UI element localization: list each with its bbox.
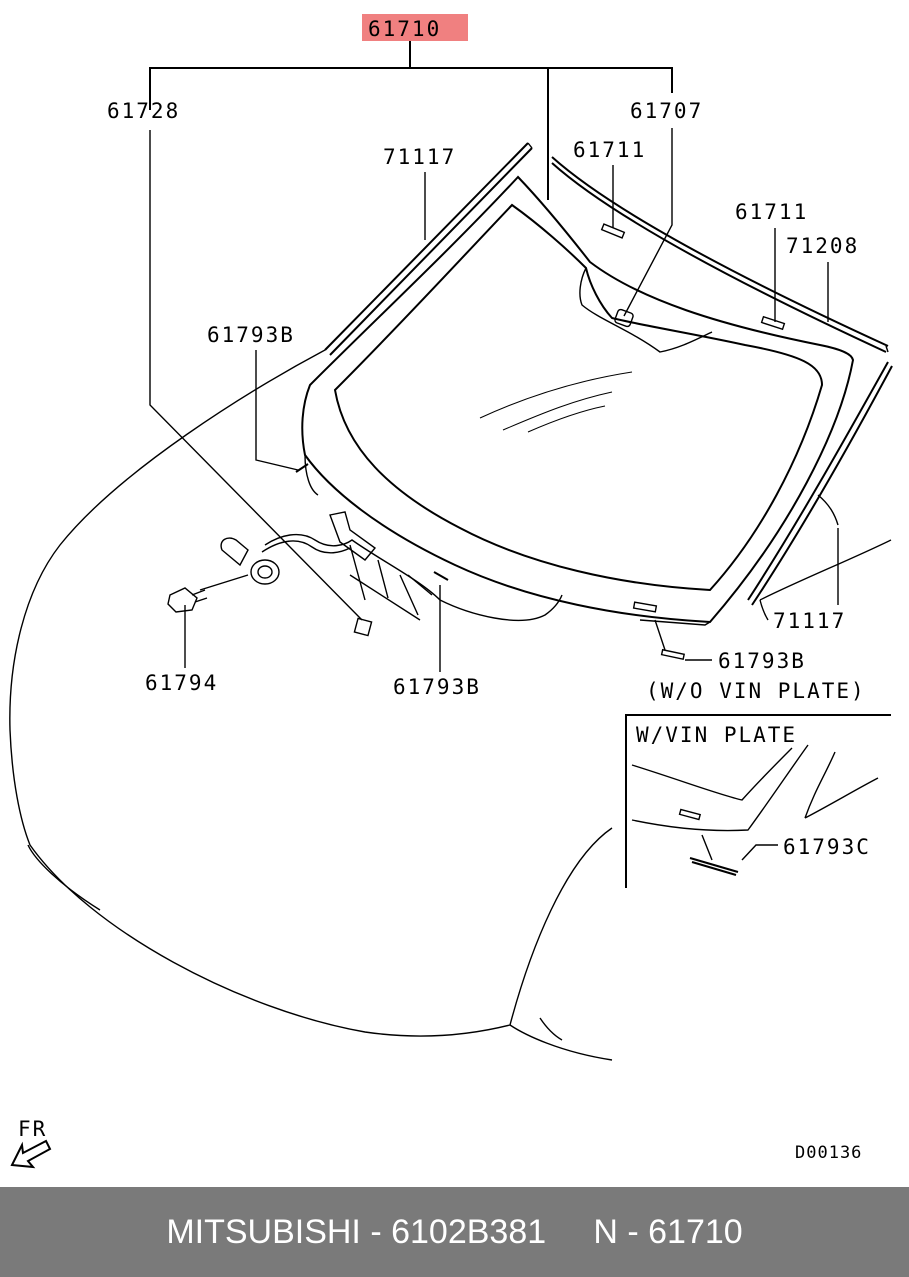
part-label-61794: 61794 — [145, 671, 218, 695]
sensor-harness — [167, 511, 563, 637]
part-label-71117-top: 71117 — [383, 145, 456, 169]
part-label-61728: 61728 — [107, 99, 180, 123]
moulding-strips — [324, 142, 893, 606]
footer-part-info: MITSUBISHI - 6102B381 N - 61710 — [166, 1212, 743, 1251]
leader-lines — [149, 40, 839, 861]
main-part-highlight — [362, 14, 468, 41]
part-label-71117-right: 71117 — [773, 609, 846, 633]
part-label-61793c: 61793C — [783, 835, 871, 859]
part-label-61710: 61710 — [368, 17, 441, 41]
windshield-diagram: 61710 61728 61707 71117 61711 61711 7120… — [9, 14, 893, 1169]
forward-arrow-icon — [10, 1139, 52, 1169]
part-label-61711-b: 61711 — [735, 200, 808, 224]
car-body-outline — [9, 349, 892, 1061]
part-label-61711-a: 61711 — [573, 138, 646, 162]
drawing-code: D00136 — [795, 1143, 862, 1163]
note-without-vin-plate: (W/O VIN PLATE) — [646, 679, 866, 703]
part-label-61707: 61707 — [630, 99, 703, 123]
clips-and-spacers — [295, 223, 786, 876]
part-label-61793b-left: 61793B — [207, 323, 295, 347]
forward-label: FR — [18, 1117, 47, 1141]
part-label-61793b-right: 61793B — [718, 649, 806, 673]
part-label-61793b-mid: 61793B — [393, 675, 481, 699]
note-with-vin-plate: W/VIN PLATE — [636, 723, 797, 747]
windshield-glass — [301, 175, 855, 626]
footer-bar: MITSUBISHI - 6102B381 N - 61710 — [0, 1187, 909, 1277]
vin-plate-inset — [625, 714, 891, 888]
part-label-71208: 71208 — [786, 234, 859, 258]
